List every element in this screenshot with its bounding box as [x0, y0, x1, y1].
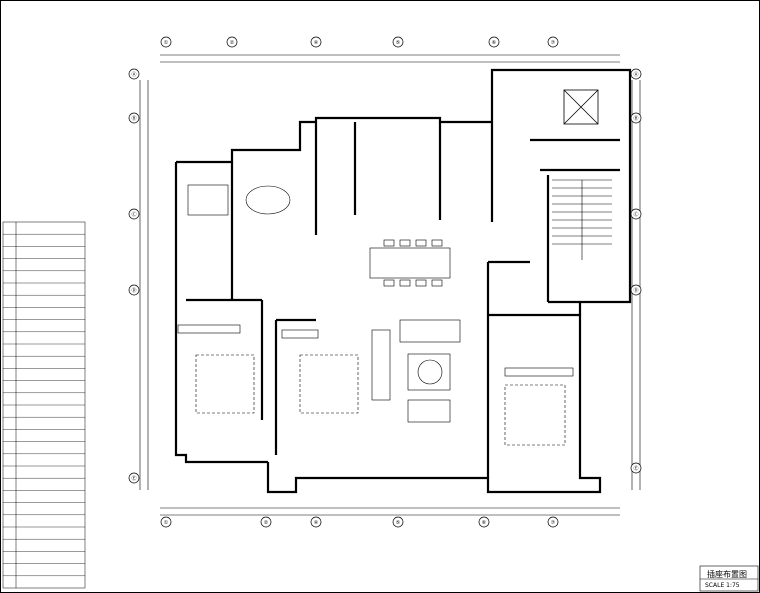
legend-rows: [3, 233, 85, 576]
drawing-scale: SCALE 1:75: [705, 582, 740, 589]
grid-label: Ⓐ: [633, 71, 638, 78]
walls: [174, 68, 632, 494]
grid-label: ①: [164, 40, 169, 46]
grid-label: Ⓒ: [131, 211, 136, 218]
grid-label: ④: [314, 520, 319, 526]
grid-bubble-labels: ① ② ④ ⑤ ⑥ ⑦ Ⓐ Ⓑ Ⓒ Ⓓ Ⓔ ① ② ④ ⑤ ⑥ ⑦ Ⓐ Ⓑ Ⓒ …: [131, 40, 638, 526]
grid-label: ①: [164, 520, 169, 526]
grid-label: ②: [264, 520, 269, 526]
dimension-lines: [139, 54, 641, 516]
grid-label: ⑦: [551, 40, 556, 46]
grid-label: Ⓒ: [633, 211, 638, 218]
drawing-title: 插座布置图: [707, 570, 747, 579]
grid-label: Ⓔ: [633, 465, 638, 472]
grid-label: ④: [314, 40, 319, 46]
grid-label: Ⓓ: [131, 287, 136, 294]
grid-label: Ⓓ: [633, 287, 638, 294]
grid-label: ⑦: [551, 520, 556, 526]
grid-label: ⑤: [396, 40, 400, 46]
grid-label: ⑤: [396, 520, 400, 526]
grid-label: ②: [230, 40, 235, 46]
grid-bubbles: [128, 36, 642, 528]
furniture: [177, 184, 574, 446]
title-block-frame: [699, 565, 759, 592]
elevator-shaft: [563, 89, 599, 125]
grid-label: Ⓑ: [131, 115, 136, 122]
grid-label: Ⓐ: [131, 71, 136, 78]
grid-label: Ⓔ: [131, 475, 136, 482]
stair-treads: [552, 179, 612, 260]
grid-label: Ⓑ: [633, 115, 638, 122]
grid-label: ⑥: [492, 40, 497, 46]
grid-label: ⑥: [482, 520, 487, 526]
